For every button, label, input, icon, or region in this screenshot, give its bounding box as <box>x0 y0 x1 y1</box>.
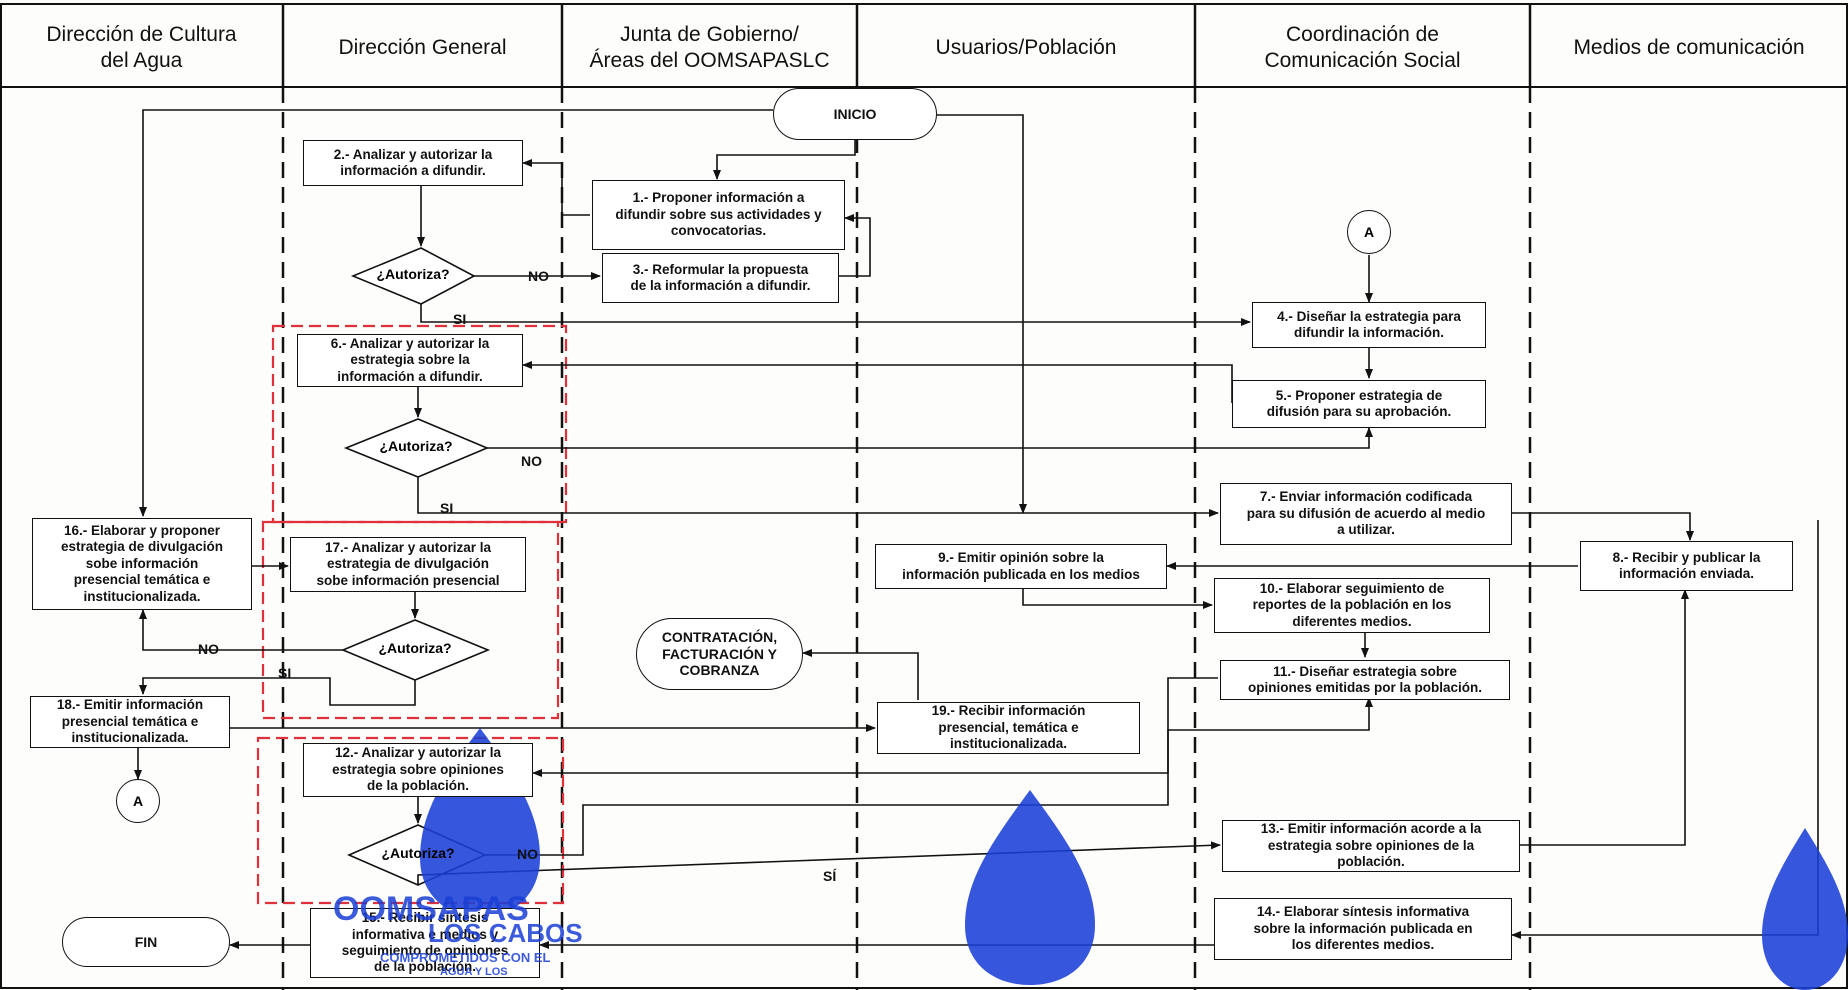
label-si-4: SÍ <box>823 868 837 884</box>
lane-header-direccion-general: Dirección General <box>338 35 507 59</box>
step-14-box: 14.- Elaborar síntesis informativa sobre… <box>1214 898 1512 960</box>
step-12-box: 12.- Analizar y autorizar la estrategia … <box>303 743 533 797</box>
watermark-brand-2: LOS CABOS <box>428 918 583 948</box>
lane-header-junta-gobierno: Junta de Gobierno/ Áreas del OOMSAPASLC <box>589 22 830 72</box>
decision-1-text: ¿Autoriza? <box>376 266 450 282</box>
highlight-region-12 <box>256 736 565 905</box>
step-13-box: 13.- Emitir información acorde a la estr… <box>1222 820 1520 872</box>
step-3-box: 3.- Reformular la propuesta de la inform… <box>602 253 839 303</box>
lane-header-usuarios: Usuarios/Población <box>935 35 1117 59</box>
lane-header-medios: Medios de comunicación <box>1573 35 1805 59</box>
label-no-4: NO <box>517 846 538 862</box>
step-5-box: 5.- Proponer estrategia de difusión para… <box>1232 380 1486 428</box>
connector-lines <box>134 109 1819 949</box>
connector-a-top: A <box>1347 210 1391 254</box>
step-17-box: 17.- Analizar y autorizar la estrategia … <box>290 537 526 592</box>
step-16-box: 16.- Elaborar y proponer estrategia de d… <box>32 518 252 610</box>
label-si-1: SI <box>453 311 467 327</box>
decision-2-text: ¿Autoriza? <box>379 438 453 454</box>
label-no-2: NO <box>521 453 542 469</box>
decision-4-text: ¿Autoriza? <box>381 845 455 861</box>
step-18-box: 18.- Emitir información presencial temát… <box>30 696 230 748</box>
step-6-box: 6.- Analizar y autorizar la estrategia s… <box>297 334 523 387</box>
highlight-regions <box>256 324 568 905</box>
label-no-1: NO <box>528 268 549 284</box>
step-2-box: 2.- Analizar y autorizar la información … <box>303 140 523 186</box>
step-4-box: 4.- Diseñar la estrategia para difundir … <box>1252 302 1486 348</box>
lane-header-comunicacion-social: Coordinación de Comunicación Social <box>1264 22 1461 72</box>
highlight-region-6 <box>271 324 568 524</box>
watermark-tagline-2: AGUA Y LOS <box>440 966 508 978</box>
connector-a-left: A <box>116 779 160 823</box>
diagram-border <box>0 3 1848 989</box>
watermark-drops <box>420 728 1848 990</box>
contratacion-terminal: CONTRATACIÓN, FACTURACIÓN Y COBRANZA <box>636 618 803 690</box>
start-terminal: INICIO <box>773 88 937 140</box>
highlight-region-17 <box>261 520 560 720</box>
decision-3-text: ¿Autoriza? <box>378 640 452 656</box>
end-terminal: FIN <box>62 917 230 967</box>
lane-header-cultura-agua: Dirección de Cultura del Agua <box>46 22 237 72</box>
step-19-box: 19.- Recibir información presencial, tem… <box>877 702 1140 754</box>
watermark-brand: OOMSAPAS <box>333 890 529 928</box>
label-si-3: SI <box>278 665 292 681</box>
lane-dividers <box>281 4 1532 990</box>
step-11-box: 11.- Diseñar estrategia sobre opiniones … <box>1220 660 1510 700</box>
step-10-box: 10.- Elaborar seguimiento de reportes de… <box>1214 578 1490 633</box>
step-7-box: 7.- Enviar información codificada para s… <box>1220 483 1512 545</box>
step-15-box: 15.- Recibir síntesis informativa e medi… <box>310 908 540 978</box>
label-si-2: SI <box>440 500 454 516</box>
label-no-3: NO <box>198 641 219 657</box>
step-8-box: 8.- Recibir y publicar la información en… <box>1580 541 1793 591</box>
step-9-box: 9.- Emitir opinión sobre la información … <box>875 544 1167 589</box>
watermark-tagline: COMPROMETIDOS CON EL <box>380 950 551 965</box>
step-1-box: 1.- Proponer información a difundir sobr… <box>592 180 845 250</box>
